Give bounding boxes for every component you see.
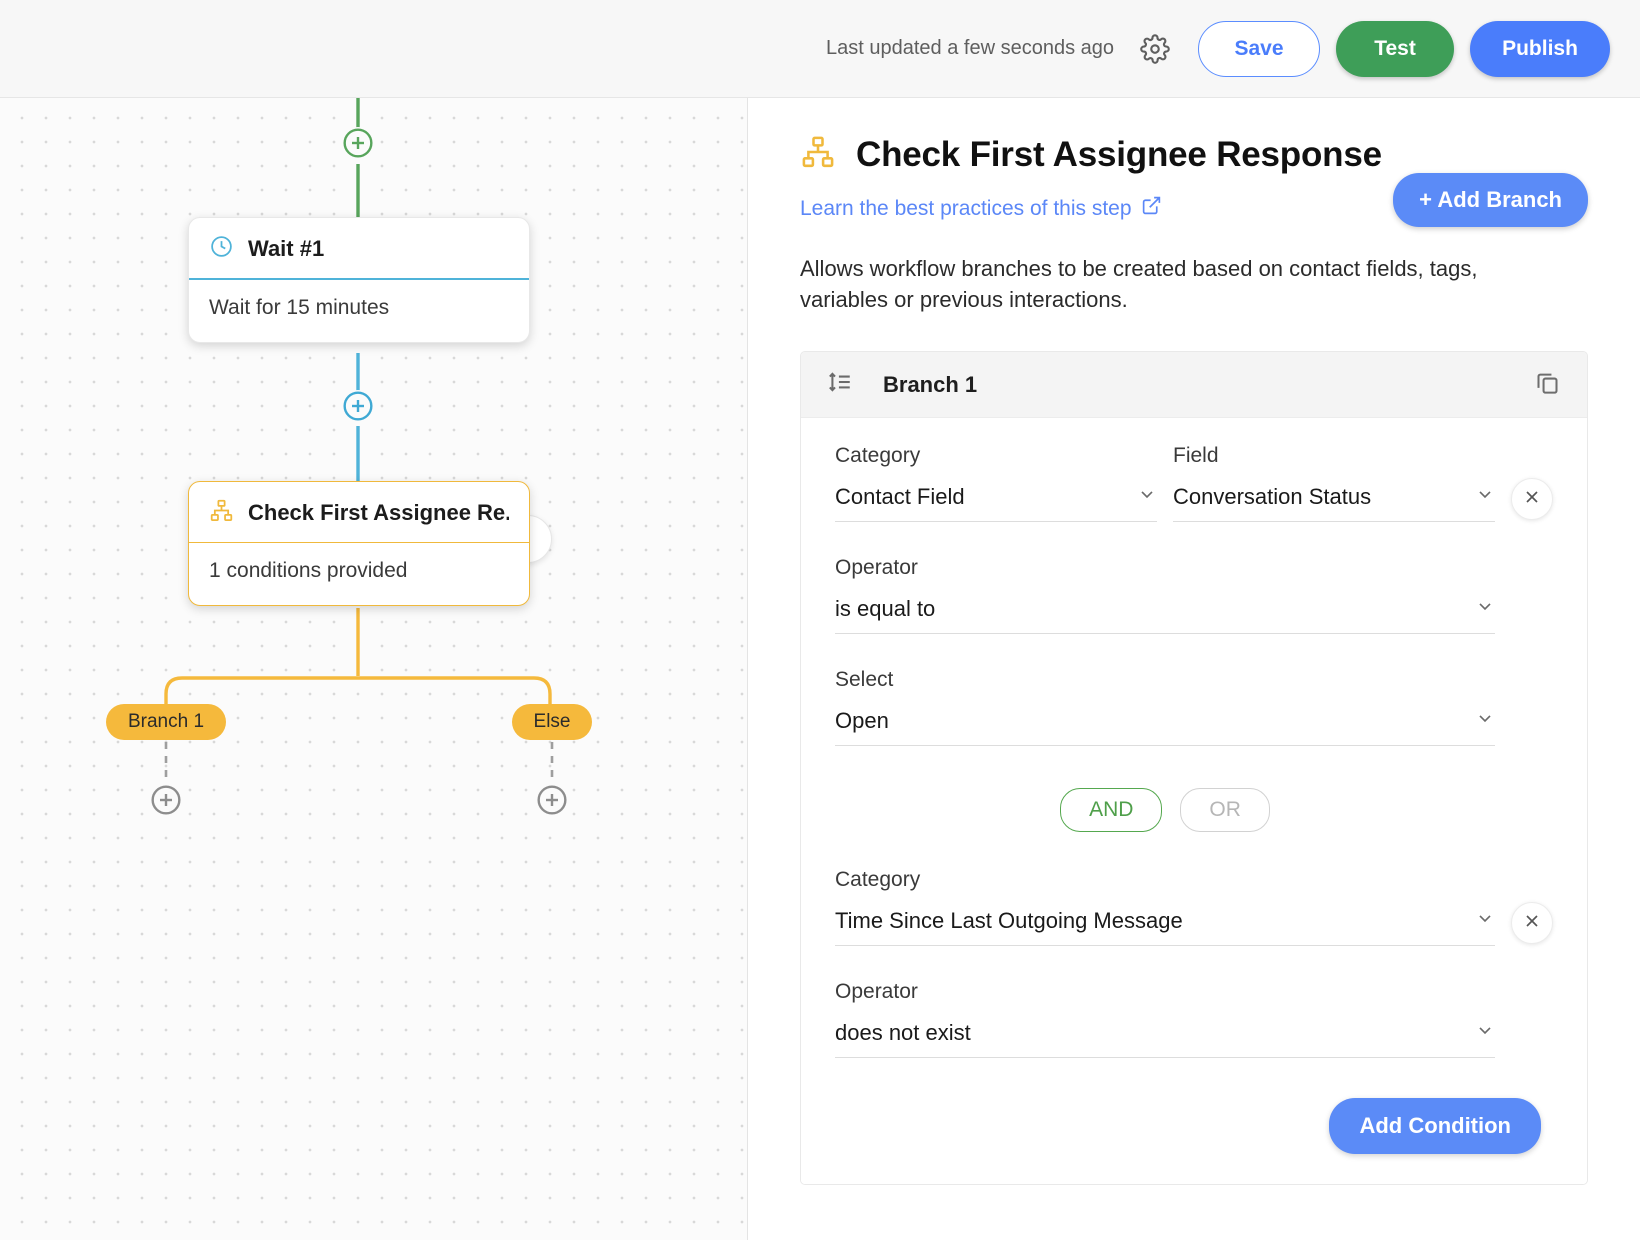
condition-2-operator-label: Operator (835, 980, 918, 1004)
condition-1-field-label: Field (1173, 444, 1219, 468)
condition-1-select-label: Select (835, 668, 894, 692)
condition-1-field-value: Conversation Status (1173, 484, 1372, 510)
chevron-down-icon (1475, 596, 1495, 622)
condition-2-category: Category Time Since Last Outgoing Messag… (835, 868, 1495, 947)
branch-pill-branch-1[interactable]: Branch 1 (106, 704, 226, 740)
remove-condition-2-button[interactable] (1511, 902, 1553, 945)
add-step-button-top[interactable] (342, 127, 374, 159)
add-step-button-branch-1[interactable] (150, 784, 182, 816)
condition-2-operator-value: does not exist (835, 1020, 971, 1046)
condition-1-select-value: Open (835, 708, 889, 734)
copy-icon[interactable] (1534, 369, 1561, 401)
flow-node-wait-header: Wait #1 (189, 218, 529, 280)
workflow-canvas[interactable]: Wait #1 Wait for 15 minutes (0, 98, 748, 1240)
logic-operator-group: AND OR (835, 788, 1495, 833)
flow-node-condition[interactable]: Check First Assignee Re... 1 conditions … (188, 481, 530, 606)
chevron-down-icon (1137, 484, 1157, 510)
condition-1-field: Field Conversation Status (1173, 444, 1495, 523)
chevron-down-icon (1475, 908, 1495, 934)
condition-1-category-label: Category (835, 444, 921, 468)
learn-link-label: Learn the best practices of this step (800, 196, 1132, 220)
condition-1-category-select[interactable]: Contact Field (835, 484, 1157, 523)
gear-icon[interactable] (1134, 28, 1176, 70)
condition-2: Category Time Since Last Outgoing Messag… (835, 868, 1553, 1059)
condition-1-operator-label: Operator (835, 556, 918, 580)
close-icon (1522, 911, 1542, 936)
add-branch-button[interactable]: + Add Branch (1393, 173, 1588, 227)
condition-1-category-value: Contact Field (835, 484, 965, 510)
add-condition-row: Add Condition (835, 1098, 1541, 1155)
logic-and-button[interactable]: AND (1060, 788, 1163, 833)
flow-node-condition-title: Check First Assignee Re... (248, 500, 509, 525)
branch-card-body: Category Contact Field Field C (801, 418, 1587, 1185)
add-condition-button[interactable]: Add Condition (1329, 1098, 1541, 1155)
page-title: Check First Assignee Response (856, 134, 1382, 174)
condition-1-operator-value: is equal to (835, 596, 936, 622)
close-icon (1522, 487, 1542, 512)
workflow-edges (164, 98, 554, 784)
condition-2-operator: Operator does not exist (835, 980, 1553, 1059)
flow-node-wait-title: Wait #1 (248, 236, 325, 261)
condition-2-category-value: Time Since Last Outgoing Message (835, 908, 1183, 934)
condition-2-category-select[interactable]: Time Since Last Outgoing Message (835, 908, 1495, 947)
remove-condition-1-button[interactable] (1511, 478, 1553, 521)
learn-best-practices-link[interactable]: Learn the best practices of this step (800, 195, 1162, 222)
chevron-down-icon (1475, 1020, 1495, 1046)
flow-node-condition-header: Check First Assignee Re... (189, 482, 529, 543)
panel-header: Check First Assignee Response (800, 134, 1588, 175)
test-button[interactable]: Test (1336, 20, 1454, 77)
chevron-down-icon (1475, 484, 1495, 510)
chevron-down-icon (1475, 708, 1495, 734)
branch-hierarchy-icon (800, 134, 836, 175)
branch-card-header: Branch 1 (801, 352, 1587, 419)
clock-icon (209, 234, 234, 264)
condition-1-field-select[interactable]: Conversation Status (1173, 484, 1495, 523)
sort-reorder-icon[interactable] (827, 369, 853, 400)
last-updated-text: Last updated a few seconds ago (826, 37, 1114, 59)
top-toolbar: Last updated a few seconds ago Save Test… (0, 0, 1640, 98)
flow-node-condition-body: 1 conditions provided (209, 559, 408, 582)
add-step-button-middle[interactable] (342, 390, 374, 422)
external-link-icon (1141, 195, 1162, 222)
publish-button[interactable]: Publish (1470, 20, 1610, 77)
branch-name-label: Branch 1 (883, 371, 978, 397)
step-settings-panel: Check First Assignee Response Learn the … (748, 98, 1640, 1240)
condition-1: Category Contact Field Field C (835, 444, 1553, 747)
flow-node-wait[interactable]: Wait #1 Wait for 15 minutes (188, 217, 530, 343)
condition-1-category: Category Contact Field (835, 444, 1157, 523)
branch-pill-else[interactable]: Else (512, 704, 592, 740)
branch-hierarchy-icon (209, 498, 234, 528)
branch-card: Branch 1 Category Cont (800, 351, 1588, 1186)
panel-description: Allows workflow branches to be created b… (800, 256, 1478, 313)
condition-1-select: Select Open (835, 668, 1553, 747)
save-button[interactable]: Save (1198, 20, 1320, 77)
condition-1-operator: Operator is equal to (835, 556, 1553, 635)
logic-or-button[interactable]: OR (1180, 788, 1270, 833)
condition-1-select-dropdown[interactable]: Open (835, 708, 1495, 747)
condition-2-category-label: Category (835, 868, 921, 892)
condition-2-operator-select[interactable]: does not exist (835, 1020, 1495, 1059)
flow-node-wait-body: Wait for 15 minutes (209, 296, 390, 319)
condition-1-operator-select[interactable]: is equal to (835, 596, 1495, 635)
add-step-button-else[interactable] (536, 784, 568, 816)
